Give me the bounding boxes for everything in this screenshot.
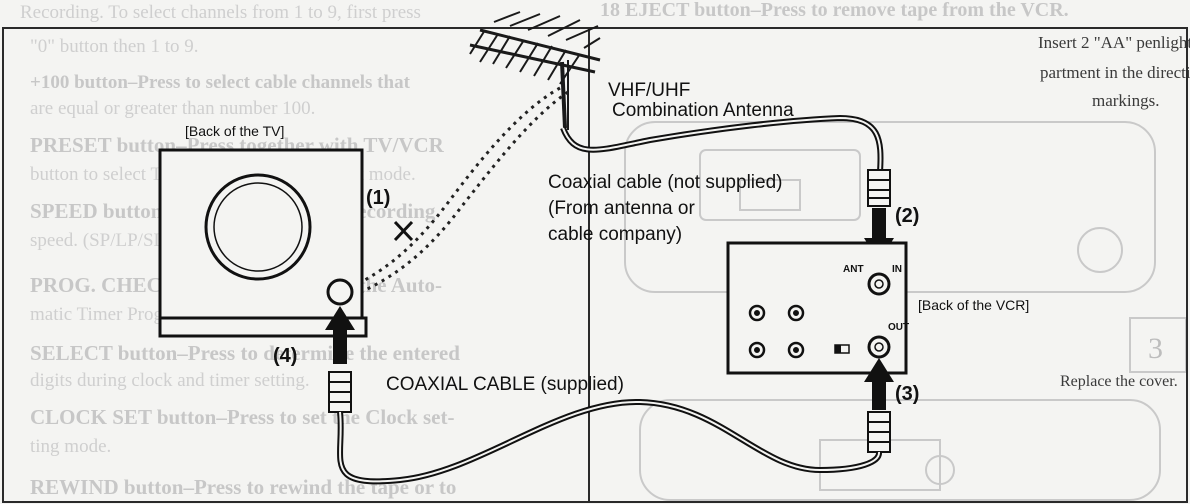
arrow-up-icon <box>325 306 355 364</box>
bg-remote-sketch <box>624 121 1187 501</box>
antenna-subtitle: Combination Antenna <box>612 100 794 121</box>
coax-source-label: cable company) <box>548 224 682 245</box>
step-1-label: (1) <box>366 187 390 209</box>
vcr-back-panel <box>726 241 908 375</box>
step-2-label: (2) <box>895 205 919 227</box>
step-4-label: (4) <box>273 345 297 367</box>
bg-left-line: speed. (SP/LP/SLP) <box>30 230 182 251</box>
connector-plug-in <box>867 169 891 207</box>
connector-plug-vcr-out <box>867 411 891 453</box>
tv-back <box>158 148 368 338</box>
bg-right-line: markings. <box>1092 91 1160 110</box>
bg-right-line: 18 EJECT button–Press to remove tape fro… <box>600 0 1069 21</box>
antenna-coaxial-cable <box>560 114 884 173</box>
diagram-frame-right <box>588 27 1188 503</box>
out-jack-label: OUT <box>888 322 909 333</box>
background-page-right: 18 EJECT button–Press to remove tape fro… <box>600 0 1190 501</box>
bg-left-line: CLOCK SET button–Press to set the Clock … <box>30 405 454 429</box>
bg-right-line: partment in the direction indicated by t… <box>1040 63 1190 82</box>
back-of-tv-label: [Back of the TV] <box>185 123 284 139</box>
connector-plug-tv <box>328 371 352 413</box>
coax-source-label: (From antenna or <box>548 198 695 219</box>
bg-right-line: Insert 2 "AA" penlight batteries into th… <box>1038 33 1190 52</box>
bg-left-line: are equal or greater than number 100. <box>30 98 315 119</box>
back-of-vcr-label: [Back of the VCR] <box>918 297 1029 313</box>
disconnect-x-icon <box>393 220 414 242</box>
bg-left-line: SELECT button–Press to determine the ent… <box>30 341 460 365</box>
tv-antenna-input-jack <box>326 278 354 306</box>
vhf-uhf-antenna <box>469 11 601 130</box>
bg-step-number: 3 <box>1148 332 1163 365</box>
coax-supplied-label: COAXIAL CABLE (supplied) <box>386 374 624 395</box>
bg-right-line: Replace the cover. <box>1060 373 1178 390</box>
in-jack-label: IN <box>892 264 902 275</box>
bg-left-line: ting mode. <box>30 436 111 457</box>
antenna-title: VHF/UHF <box>608 80 690 101</box>
arrow-up-icon <box>864 358 894 410</box>
ant-jack-label: ANT <box>843 264 864 275</box>
bg-left-line: Recording. To select channels from 1 to … <box>20 2 421 23</box>
bg-left-line: "0" button then 1 to 9. <box>30 36 199 57</box>
step-3-label: (3) <box>895 383 919 405</box>
supplied-coaxial-cable-core <box>339 400 880 483</box>
antenna-coaxial-cable-core <box>562 116 882 173</box>
bg-left-line: digits during clock and timer setting. <box>30 370 310 391</box>
coax-not-supplied-label: Coaxial cable (not supplied) <box>548 172 782 193</box>
bg-left-line: +100 button–Press to select cable channe… <box>30 72 411 93</box>
